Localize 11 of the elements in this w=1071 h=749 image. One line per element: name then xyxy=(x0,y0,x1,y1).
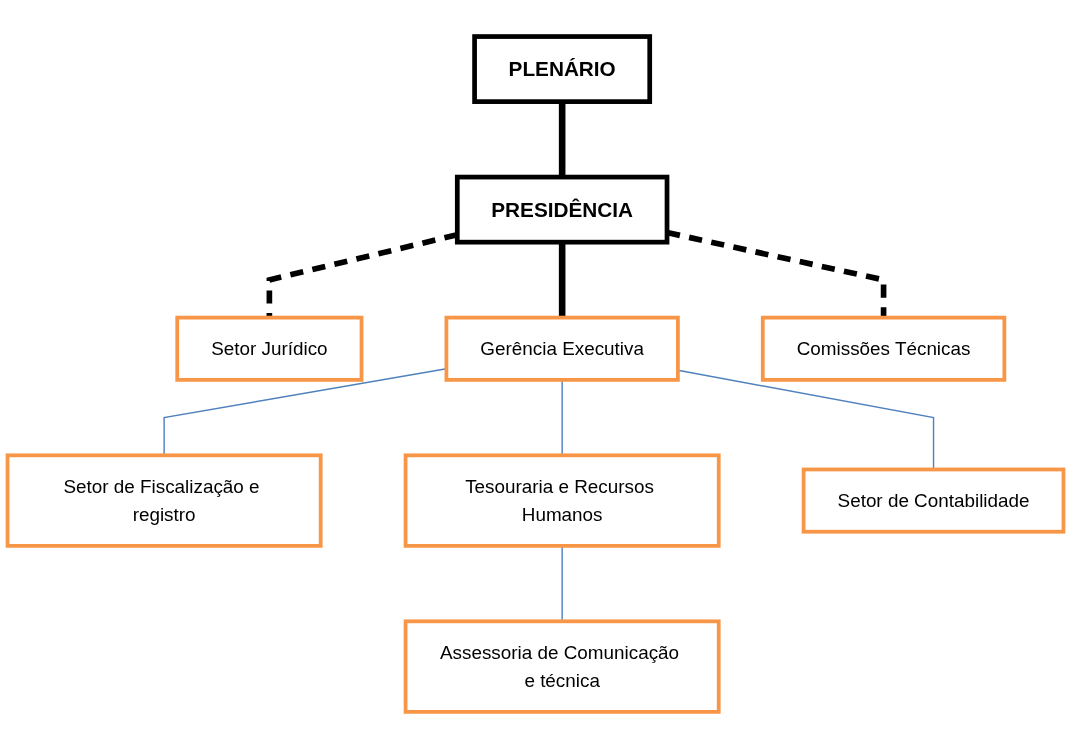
connector xyxy=(558,242,566,318)
node-box: Assessoria de Comunicação e técnica xyxy=(403,619,721,715)
node-box: Comissões Técnicas xyxy=(760,316,1007,383)
connector xyxy=(558,101,566,178)
node-box: Setor Jurídico xyxy=(175,316,364,383)
node-box: Setor de Contabilidade xyxy=(801,467,1066,534)
node-box: PLENÁRIO xyxy=(472,34,653,105)
node-box: Gerência Executiva xyxy=(444,316,680,383)
node-box: Tesouraria e Recursos Humanos xyxy=(403,453,721,549)
node-box: Setor de Fiscalização e registro xyxy=(5,453,323,549)
node-box: PRESIDÊNCIA xyxy=(454,175,670,245)
